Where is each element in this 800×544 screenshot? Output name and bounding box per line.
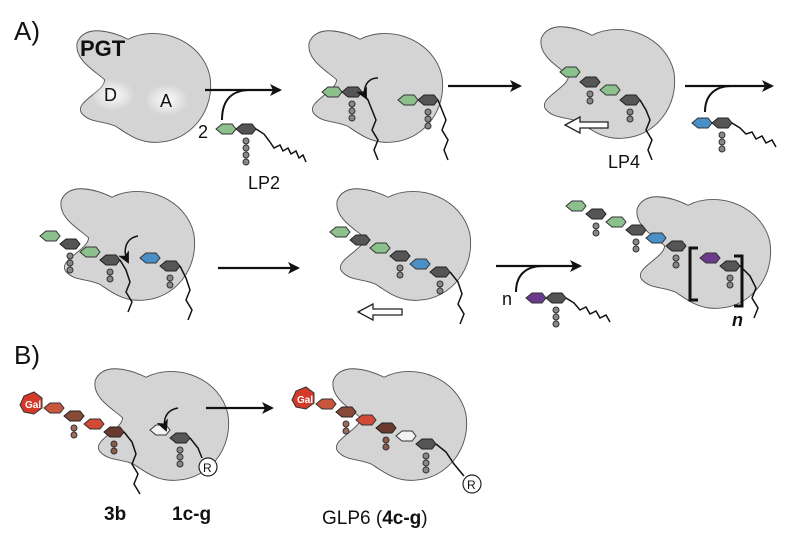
enzyme-step-2 [308,30,449,161]
panel-b-label: B) [14,340,40,370]
enzyme-step-4 [39,188,196,321]
panel-a-label: A) [14,16,40,46]
reaction-arrow-5 [496,260,582,293]
lp2-label: LP2 [248,173,280,193]
reaction-arrow-1 [205,84,282,121]
enzyme-step-5 [329,188,472,325]
r-label-right: R [467,478,476,492]
donor-compound: 3b [104,504,126,525]
reaction-arrow-3 [685,80,774,113]
repeat-count: n [502,289,512,309]
enzyme-label: PGT [80,36,126,61]
gal-label-right: Gal [297,395,313,406]
lp4-label: LP4 [608,152,640,172]
enzyme-step-3 [540,26,676,161]
donor-site-label: D [104,85,117,105]
acceptor-compound: 1c-g [172,504,211,525]
product-compound: 4c-g [382,508,421,529]
enzyme-panel-b-right [291,368,482,494]
blue-lipid-ii-monomer [691,117,777,153]
lipid-ii-monomer [215,123,307,166]
product-close: ) [421,508,427,529]
enzyme-step-1 [76,30,212,143]
repeat-subscript: n [732,310,743,330]
acceptor-site-label: A [160,91,172,111]
gal-label-left: Gal [25,400,41,411]
product-name: GLP6 ( [322,508,383,529]
purple-lipid-ii-monomer [525,292,611,328]
enzyme-step-6 [565,196,772,319]
enzyme-panel-b-left [19,368,230,495]
lipid-ii-count: 2 [198,122,208,142]
r-label-left: R [203,461,212,475]
product-label: GLP6 (4c-g) [322,508,428,529]
